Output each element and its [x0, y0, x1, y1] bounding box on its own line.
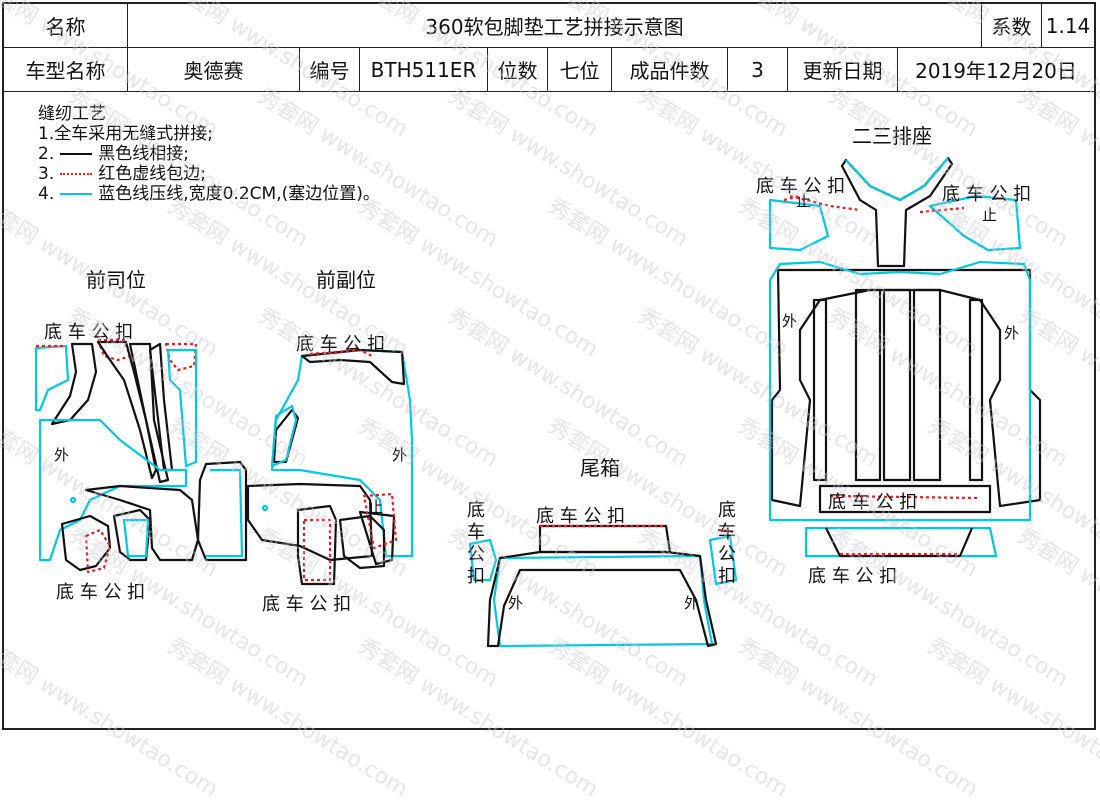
note-line-2: 2. 黑色线相接; [38, 144, 380, 164]
black-line-swatch [60, 153, 93, 155]
trunk-right-di: 底 [718, 500, 736, 521]
note-line-3: 3. 红色虚线包边; [38, 164, 380, 184]
driver-mat [34, 338, 200, 574]
date-label: 更新日期 [788, 48, 898, 92]
blue-line-swatch [60, 193, 93, 195]
driver-top-clip-label: 底 车 公 扣 [44, 322, 134, 343]
trunk-right-gong: 公 [718, 544, 736, 565]
passenger-outside-label: 外 [392, 446, 408, 464]
note-line-1: 1.全车采用无缝式拼接; [38, 124, 213, 144]
name-label: 名称 [4, 4, 128, 48]
rear-right-clip-label: 底 车 公 扣 [942, 184, 1032, 205]
section-passenger-title: 前副位 [316, 268, 376, 292]
driver-outside-label: 外 [54, 446, 70, 464]
code-label: 编号 [300, 48, 360, 92]
note-2-text: 黑色线相接; [98, 144, 189, 164]
note-2-prefix: 2. [38, 144, 55, 164]
trunk-clip-label: 底 车 公 扣 [536, 506, 626, 527]
pieces-label: 成品件数 [612, 48, 728, 92]
trunk-left-gong: 公 [467, 544, 485, 565]
trunk-right-outside-label: 外 [684, 594, 700, 612]
note-3-prefix: 3. [38, 164, 55, 184]
trunk-mat [468, 524, 738, 648]
trunk-left-di: 底 [467, 500, 485, 521]
rear-left-outside-label: 外 [782, 312, 798, 330]
trunk-right-kou: 扣 [718, 566, 736, 587]
coef-label: 系数 [982, 4, 1042, 48]
trunk-left-che: 车 [467, 522, 485, 543]
drawing-sheet: 名称 360软包脚垫工艺拼接示意图 系数 1.14 车型名称 奥德赛 编号 BT… [2, 2, 1096, 730]
trunk-right-che: 车 [718, 522, 736, 543]
trunk-left-kou: 扣 [467, 566, 485, 587]
rear-left-stop-label: 止 [796, 192, 812, 210]
rear-left-clip-label: 底 车 公 扣 [756, 176, 846, 197]
passenger-bottom-clip-label: 底 车 公 扣 [262, 594, 352, 615]
note-4-prefix: 4. [38, 184, 55, 204]
model-value: 奥德赛 [128, 48, 300, 92]
code-value: BTH511ER [360, 48, 488, 92]
seats-label: 位数 [488, 48, 548, 92]
note-line-4: 4. 蓝色线压线,宽度0.2CM,(塞边位置)。 [38, 184, 380, 204]
note-4-text: 蓝色线压线,宽度0.2CM,(塞边位置)。 [98, 184, 380, 204]
rear-right-stop-label: 止 [982, 206, 998, 224]
passenger-stop-label: 止 [368, 498, 384, 516]
sewing-notes: 缝纫工艺 1.全车采用无缝式拼接; 2. 黑色线相接; 3. 红色虚线包边; 4. 蓝… [38, 104, 380, 204]
passenger-top-clip-label: 底 车 公 扣 [296, 334, 386, 355]
rear-middle-clip-label: 底 车 公 扣 [828, 492, 918, 513]
header-table: 名称 360软包脚垫工艺拼接示意图 系数 1.14 车型名称 奥德赛 编号 BT… [4, 4, 1094, 92]
rear-mat [768, 156, 1042, 558]
section-rear-title: 二三排座 [852, 124, 932, 148]
rear-right-outside-label: 外 [1004, 324, 1020, 342]
passenger-mat [246, 348, 414, 586]
model-label: 车型名称 [4, 48, 128, 92]
date-value: 2019年12月20日 [898, 48, 1094, 92]
mat-pattern-drawing [34, 156, 1042, 648]
rear-bottom-clip-label: 底 车 公 扣 [808, 566, 898, 587]
red-dash-swatch [60, 173, 93, 175]
section-trunk-title: 尾箱 [580, 456, 620, 480]
seats-value: 七位 [548, 48, 612, 92]
pieces-value: 3 [728, 48, 788, 92]
tunnel-mat [196, 460, 248, 562]
trunk-left-outside-label: 外 [508, 594, 524, 612]
drawing-title: 360软包脚垫工艺拼接示意图 [128, 4, 982, 48]
coef-value: 1.14 [1042, 4, 1094, 48]
section-driver-title: 前司位 [86, 268, 146, 292]
notes-title: 缝纫工艺 [38, 104, 106, 124]
note-3-text: 红色虚线包边; [98, 164, 206, 184]
driver-bottom-clip-label: 底 车 公 扣 [56, 582, 146, 603]
